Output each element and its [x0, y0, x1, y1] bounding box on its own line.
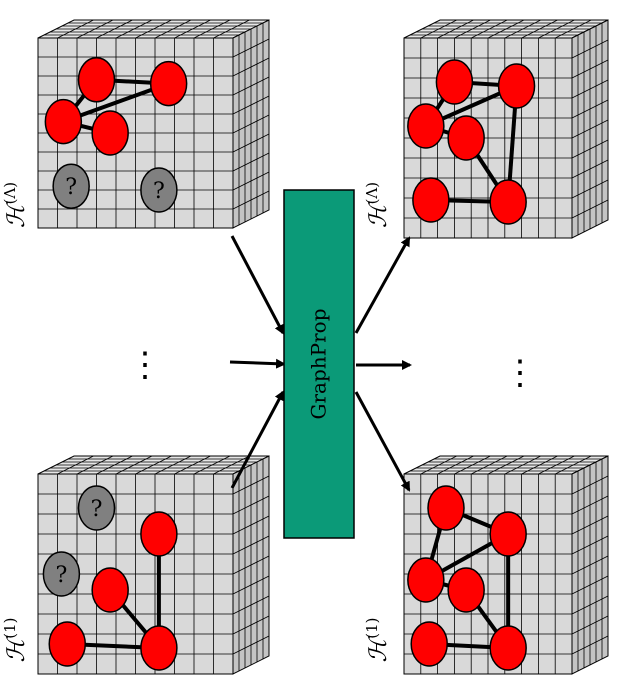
graph-node	[489, 625, 527, 671]
graph-node	[140, 625, 178, 671]
graph-node	[489, 179, 527, 225]
graph-node	[91, 567, 129, 613]
arrow-input-mid-to-graphprop	[229, 358, 286, 369]
layer-label-input-top: ℋ(Λ)	[1, 182, 30, 228]
graph-node	[489, 511, 527, 557]
superscript-lambda: (Λ)	[363, 182, 381, 205]
graph-node	[412, 177, 450, 223]
layer-label-input-bottom: ℋ(1)	[1, 618, 30, 663]
arrows	[229, 235, 412, 492]
graph-node	[140, 511, 178, 557]
input-layer-top-panel: ??	[37, 19, 270, 229]
ellipsis-right: ⋮	[503, 353, 537, 393]
unknown-node-label: ?	[153, 179, 165, 204]
layer-label-output-top: ℋ(Λ)	[363, 182, 392, 228]
unknown-node	[52, 163, 90, 209]
input-layer-bottom-panel: ??	[37, 455, 270, 675]
h-symbol: ℋ	[364, 201, 392, 228]
h-symbol: ℋ	[2, 635, 30, 662]
h-symbol: ℋ	[364, 635, 392, 662]
layer-label-output-bottom: ℋ(1)	[363, 618, 392, 663]
graph-node	[91, 110, 129, 156]
arrow-graphprop-to-output-bottom	[354, 391, 411, 492]
unknown-node	[140, 167, 178, 213]
unknown-node-label: ?	[65, 175, 77, 200]
graph-node	[447, 567, 485, 613]
ellipsis-left: ⋮	[128, 345, 162, 385]
graph-node	[410, 621, 448, 667]
graph-node	[407, 103, 445, 149]
arrow-input-bottom-to-graphprop	[230, 390, 285, 489]
graph-node	[48, 621, 86, 667]
graph-node	[44, 98, 83, 145]
graph-node	[447, 115, 485, 161]
arrow-graphprop-to-output-top	[354, 236, 411, 334]
superscript-one: (1)	[363, 618, 381, 639]
graph-node	[497, 63, 536, 109]
superscript-one: (1)	[1, 618, 19, 639]
graphprop-label: GraphProp	[307, 308, 331, 419]
h-symbol: ℋ	[2, 201, 30, 228]
unknown-node-label: ?	[56, 563, 68, 588]
graph-node	[435, 59, 474, 105]
output-layer-top-panel	[403, 19, 609, 239]
graph-node	[149, 60, 188, 107]
unknown-node-label: ?	[91, 497, 103, 522]
graph-node	[427, 485, 465, 531]
graphprop-block	[283, 189, 355, 539]
superscript-lambda: (Λ)	[1, 182, 19, 205]
graph-node	[407, 557, 445, 603]
output-layer-bottom-panel	[403, 455, 609, 675]
unknown-node	[77, 485, 116, 531]
unknown-node	[42, 551, 81, 597]
arrow-input-top-to-graphprop	[230, 235, 285, 335]
graph-node	[77, 57, 116, 103]
cube-grid-lines	[38, 455, 270, 674]
